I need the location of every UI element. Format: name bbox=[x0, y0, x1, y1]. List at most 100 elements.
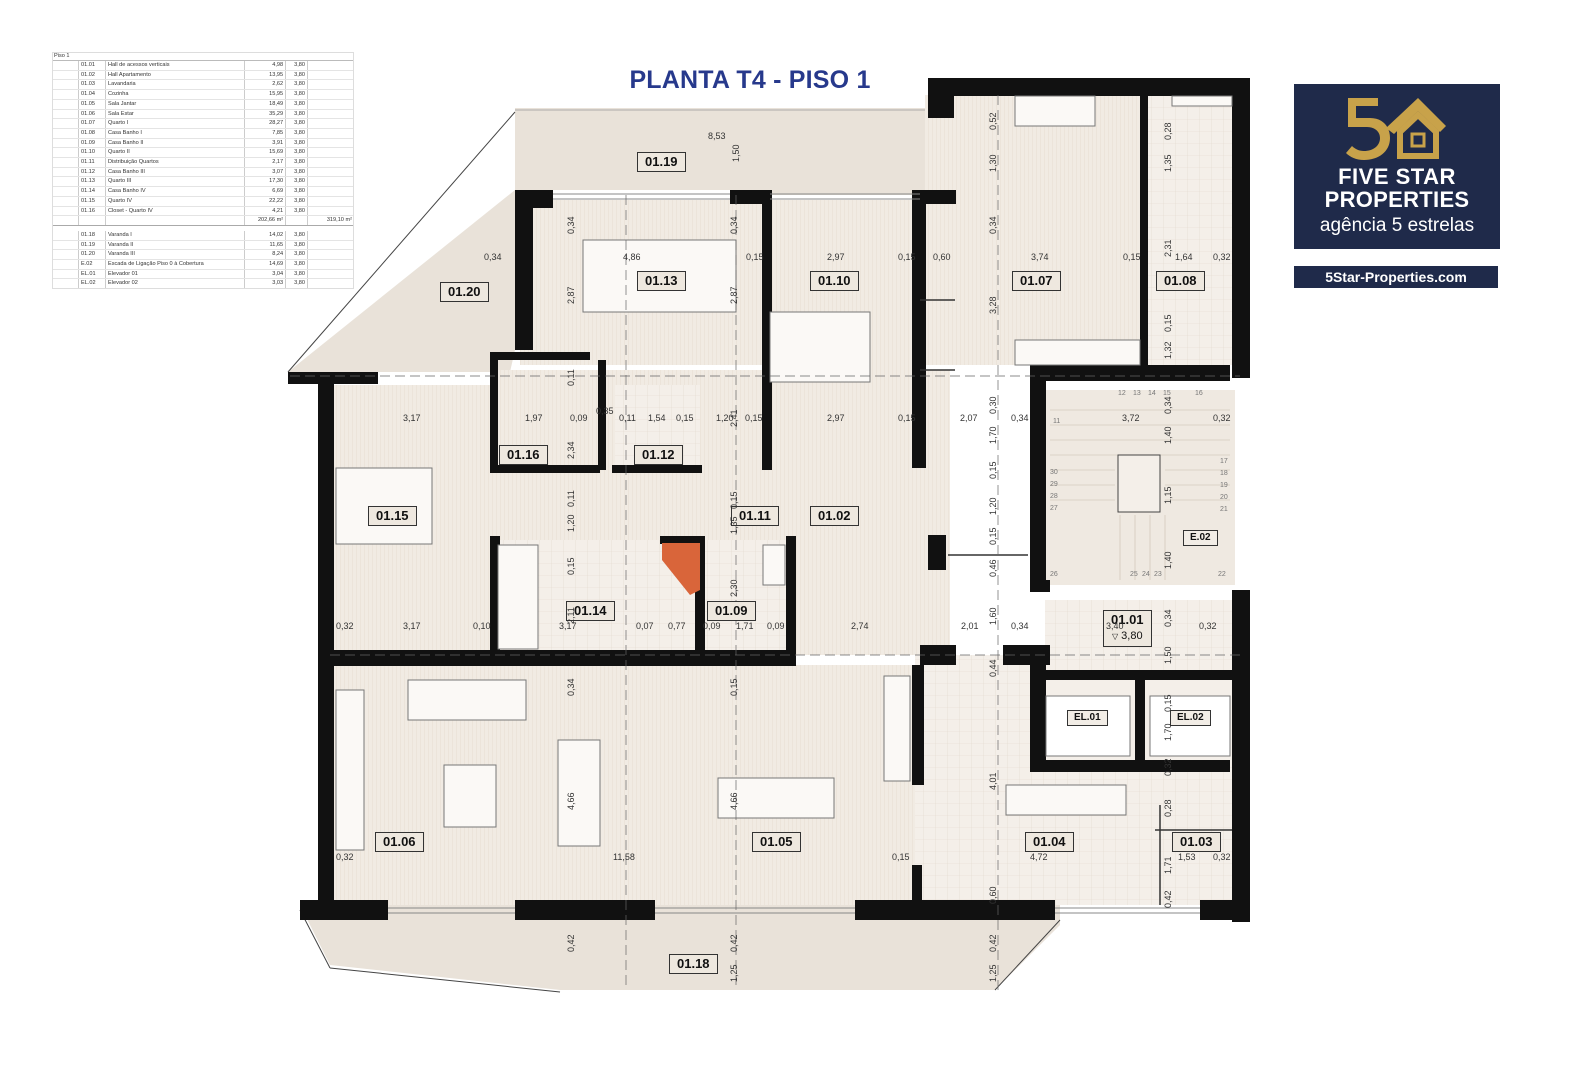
schedule-code: 01.05 bbox=[78, 99, 106, 110]
page-title: PLANTA T4 - PISO 1 bbox=[629, 66, 871, 94]
schedule-spacer bbox=[52, 167, 79, 178]
dimension-label: 4,72 bbox=[1030, 852, 1048, 862]
schedule-spacer bbox=[52, 249, 79, 261]
stair-step-number: 20 bbox=[1220, 494, 1228, 501]
room-label-01-07: 01.07 bbox=[1012, 271, 1061, 291]
schedule-spacer bbox=[52, 61, 79, 71]
brand-logo: FIVE STAR PROPERTIES agência 5 estrelas bbox=[1294, 84, 1500, 249]
dimension-label: 1,70 bbox=[988, 426, 998, 444]
stair-step-number: 18 bbox=[1220, 470, 1228, 477]
stair-step-number: 19 bbox=[1220, 482, 1228, 489]
schedule-name: Hall de acessos verticais bbox=[104, 61, 245, 71]
dimension-label: 0,34 bbox=[729, 216, 739, 234]
dimension-label: 1,64 bbox=[1175, 252, 1193, 262]
dimension-label: 1,40 bbox=[1163, 426, 1173, 444]
stair-step-number: 26 bbox=[1050, 571, 1058, 578]
stair-step-number: 11 bbox=[1053, 418, 1061, 425]
dimension-label: 1,25 bbox=[729, 964, 739, 982]
house-5-icon bbox=[1346, 98, 1446, 160]
dimension-label: 0,42 bbox=[729, 934, 739, 952]
dimension-label: 4,66 bbox=[729, 792, 739, 810]
schedule-extra bbox=[307, 70, 354, 81]
stair-step-number: 23 bbox=[1154, 571, 1162, 578]
schedule-area: 14,02 bbox=[243, 230, 286, 241]
dimension-label: 2,87 bbox=[729, 286, 739, 304]
brand-website-link[interactable]: 5Star-Properties.com bbox=[1294, 266, 1498, 288]
schedule-area: 13,95 bbox=[243, 70, 286, 81]
schedule-spacer bbox=[52, 215, 79, 226]
walls bbox=[288, 78, 1250, 922]
dimension-label: 4,86 bbox=[623, 252, 641, 262]
dimension-label: 3,40 bbox=[1106, 621, 1124, 631]
dimension-label: 1,30 bbox=[988, 154, 998, 172]
dimension-label: 2,07 bbox=[960, 413, 978, 423]
schedule-spacer bbox=[52, 269, 79, 280]
schedule-spacer bbox=[52, 157, 79, 168]
dimension-label: 0,35 bbox=[596, 406, 614, 416]
schedule-name: Casa Banho I bbox=[104, 128, 245, 139]
schedule-code: 01.13 bbox=[78, 176, 106, 188]
schedule-spacer bbox=[78, 215, 106, 226]
schedule-extra bbox=[307, 79, 354, 91]
schedule-name: Distribuição Quartos bbox=[104, 157, 245, 168]
schedule-height: 3,80 bbox=[285, 240, 308, 251]
dimension-label: 4,66 bbox=[566, 792, 576, 810]
brand-line-1: FIVE STAR bbox=[1338, 164, 1456, 189]
schedule-height: 3,80 bbox=[285, 196, 308, 207]
schedule-spacer bbox=[52, 240, 79, 251]
dimension-label: 0,52 bbox=[988, 112, 998, 130]
balcony-01-19 bbox=[515, 108, 928, 195]
schedule-name: Casa Banho IV bbox=[104, 186, 245, 197]
dimension-label: 1,35 bbox=[729, 516, 739, 534]
elevator-label-el-01: EL.01 bbox=[1067, 710, 1108, 726]
dimension-label: 0,32 bbox=[1199, 621, 1217, 631]
balcony-01-20 bbox=[288, 190, 515, 372]
schedule-extra bbox=[307, 147, 354, 159]
room-label-01-19: 01.19 bbox=[637, 152, 686, 172]
schedule-spacer bbox=[52, 259, 79, 270]
schedule-spacer bbox=[52, 138, 79, 149]
dimension-label: 1,50 bbox=[1163, 646, 1173, 664]
dimension-label: 2,74 bbox=[851, 621, 869, 631]
dimension-label: 0,11 bbox=[566, 369, 576, 386]
schedule-code: 01.09 bbox=[78, 138, 106, 149]
schedule-name: Closet - Quarto IV bbox=[104, 206, 245, 217]
dimension-label: 0,15 bbox=[1163, 314, 1173, 332]
dimension-label: 2,01 bbox=[961, 621, 979, 631]
dimension-label: 1,20 bbox=[566, 514, 576, 532]
schedule-extra bbox=[307, 230, 354, 241]
schedule-area: 3,07 bbox=[243, 167, 286, 178]
room-label-01-09: 01.09 bbox=[707, 601, 756, 621]
schedule-height: 3,80 bbox=[285, 249, 308, 261]
dimension-label: 1,50 bbox=[731, 144, 741, 162]
schedule-spacer bbox=[52, 230, 79, 241]
stair-step-number: 13 bbox=[1133, 390, 1141, 397]
dimension-label: 1,97 bbox=[525, 413, 543, 423]
dimension-label: 0,11 bbox=[566, 490, 576, 507]
dimension-label: 0,11 bbox=[619, 413, 636, 423]
dimension-label: 1,15 bbox=[1163, 486, 1173, 504]
schedule-extra bbox=[307, 269, 354, 280]
room-label-01-04: 01.04 bbox=[1025, 832, 1074, 852]
elevator-label-el-02: EL.02 bbox=[1170, 710, 1211, 726]
stair-step-number: 27 bbox=[1050, 505, 1058, 512]
schedule-extra bbox=[307, 138, 354, 149]
dimension-label: 0,28 bbox=[1163, 799, 1173, 817]
room-label-01-03: 01.03 bbox=[1172, 832, 1221, 852]
schedule-height: 3,80 bbox=[285, 176, 308, 188]
ceiling-height-value: 3,80 bbox=[1121, 630, 1143, 642]
dimension-label: 3,17 bbox=[403, 413, 421, 423]
dimension-label: 0,77 bbox=[668, 621, 686, 631]
schedule-spacer bbox=[52, 70, 79, 81]
dimension-label: 3,72 bbox=[1122, 413, 1140, 423]
schedule-header: Piso 1 bbox=[52, 52, 354, 61]
schedule-name: Varanda III bbox=[104, 249, 245, 261]
schedule-code: 01.01 bbox=[78, 61, 106, 71]
